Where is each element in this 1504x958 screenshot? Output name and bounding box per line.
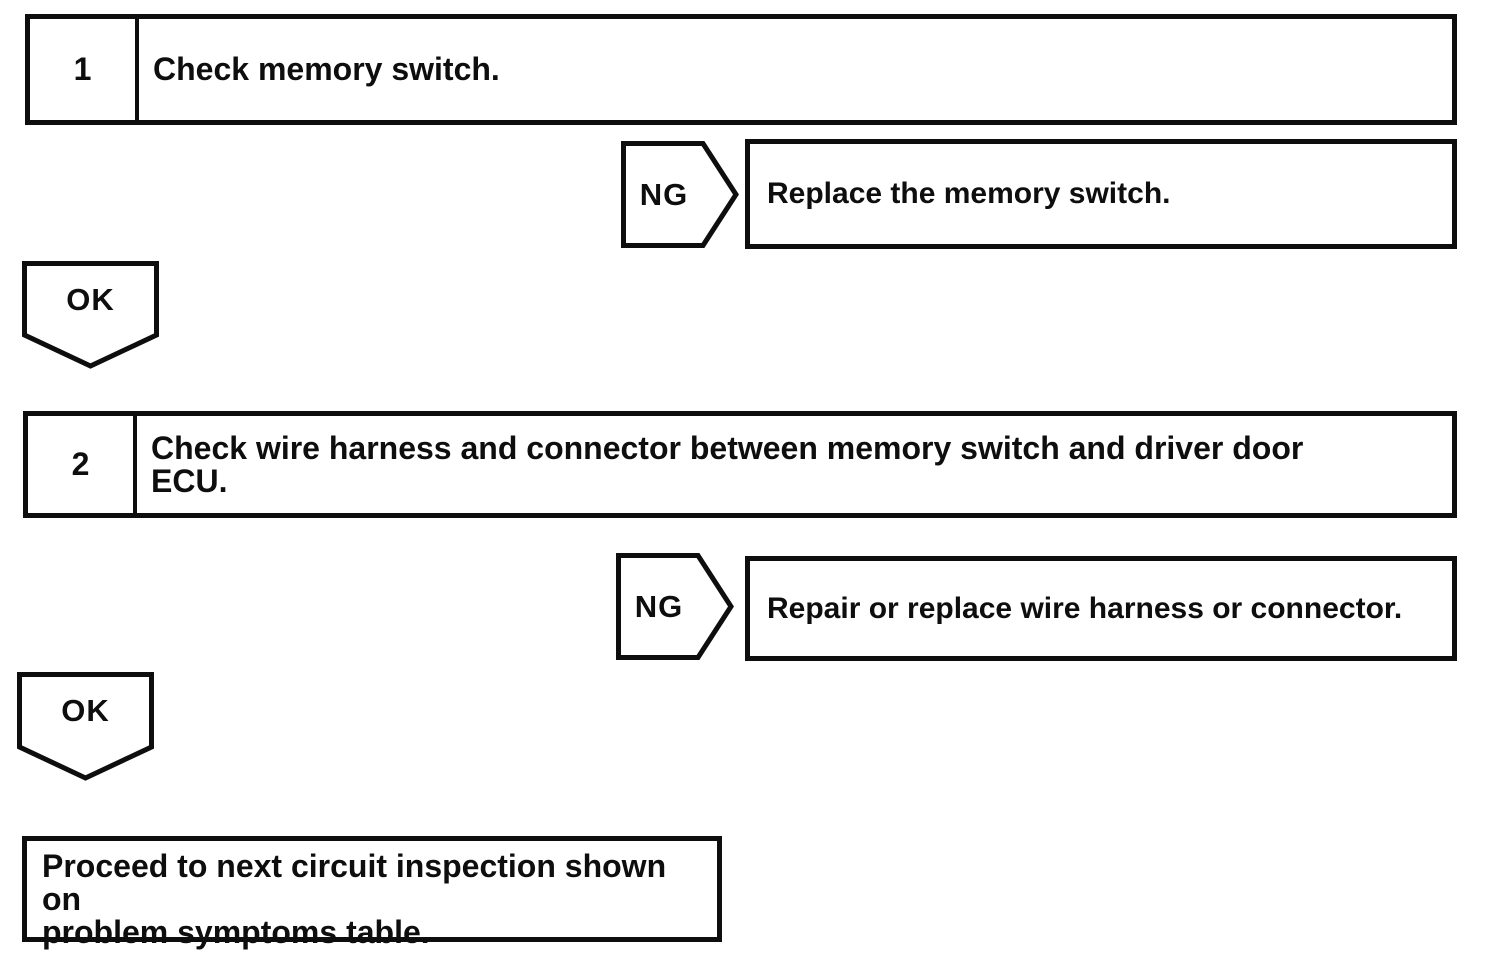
step-1-box: 1 Check memory switch. xyxy=(25,14,1457,125)
step-1-ng-result-box: Replace the memory switch. xyxy=(745,139,1457,249)
step-2-number: 2 xyxy=(28,416,137,513)
ok-down-arrow-icon xyxy=(22,261,159,369)
step-2-ng-result-text: Repair or replace wire harness or connec… xyxy=(767,591,1403,625)
step-1-ng-connector: NG xyxy=(621,141,739,248)
step-2-ok-label: OK xyxy=(61,693,110,728)
step-2-instruction-line-1: Check wire harness and connector between… xyxy=(151,429,1304,466)
step-1-ok-label: OK xyxy=(66,282,115,317)
step-2-ng-label: NG xyxy=(634,588,684,624)
step-1-ng-label: NG xyxy=(639,176,689,212)
ng-right-arrow-icon xyxy=(621,141,739,248)
step-1-ok-connector: OK xyxy=(22,261,159,369)
step-2-instruction: Check wire harness and connector between… xyxy=(137,429,1452,499)
step-2-box: 2 Check wire harness and connector betwe… xyxy=(23,411,1457,518)
ok-down-arrow-icon xyxy=(17,672,154,781)
final-instruction-box: Proceed to next circuit inspection shown… xyxy=(22,836,722,949)
step-1-instruction-line-1: Check memory switch. xyxy=(153,51,500,87)
step-2-ok-connector: OK xyxy=(17,672,154,781)
step-1-instruction: Check memory switch. xyxy=(139,53,1452,86)
ng-right-arrow-icon xyxy=(616,553,734,660)
step-2-ng-connector: NG xyxy=(616,553,734,660)
final-instruction-line-1: Proceed to next circuit inspection shown… xyxy=(42,848,667,917)
step-2-instruction-line-2: ECU. xyxy=(151,462,228,499)
step-2-ng-result-box: Repair or replace wire harness or connec… xyxy=(745,556,1457,661)
step-1-ng-result-text: Replace the memory switch. xyxy=(767,177,1171,210)
final-instruction-line-2: problem symptoms table. xyxy=(42,914,430,950)
step-1-number: 1 xyxy=(30,19,139,120)
